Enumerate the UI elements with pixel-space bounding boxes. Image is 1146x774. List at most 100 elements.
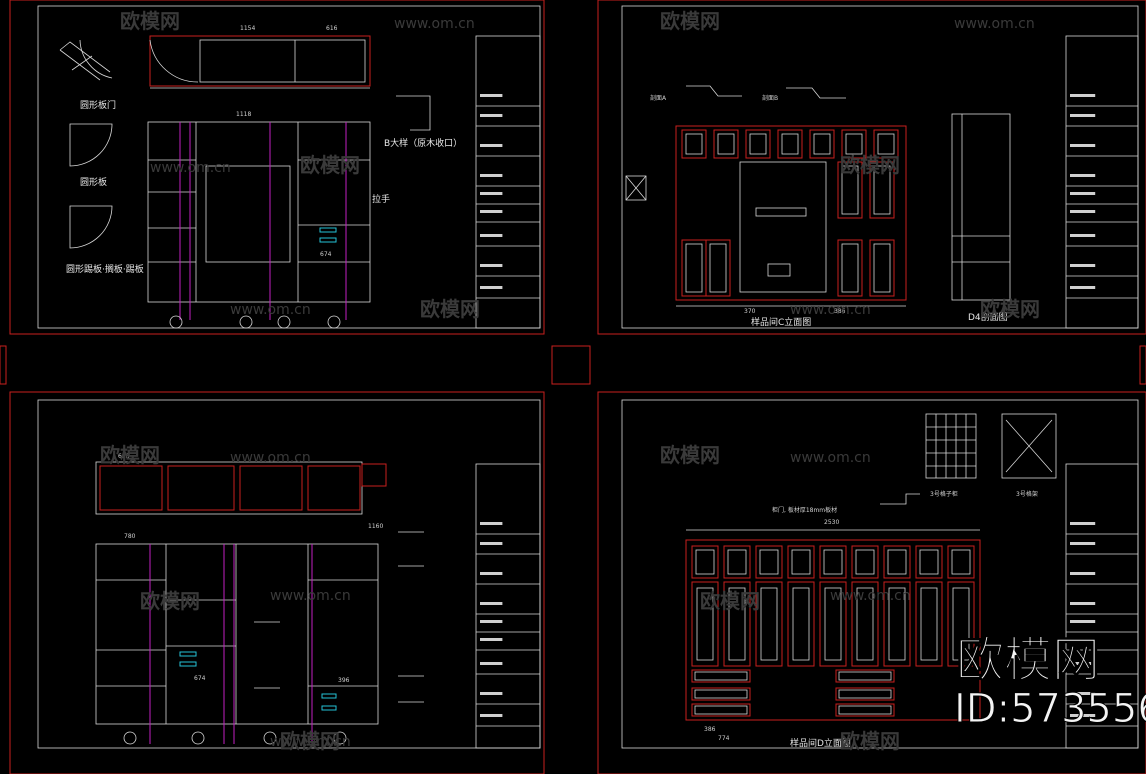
label-handle-note: 拉手 — [372, 193, 390, 205]
watermark-brand: 欧模网 — [300, 153, 360, 177]
brand-overlay-name: 欧模网 — [956, 632, 1100, 688]
mirror-panel — [205, 165, 291, 263]
top-plan-outline — [149, 35, 371, 87]
cabinet-elevation — [147, 121, 371, 303]
lower-door-panel — [837, 239, 863, 297]
title-block-text-mark — [1070, 286, 1096, 289]
watermark-site: www.om.cn — [230, 450, 311, 466]
elevation-d-outline — [685, 539, 981, 721]
title-block-text-mark — [1070, 174, 1096, 177]
watermark-site: www.om.cn — [394, 16, 475, 32]
watermark-brand: 欧模网 — [700, 589, 760, 613]
watermark-brand: 欧模网 — [280, 729, 340, 753]
sheet-frame-bottom-right — [597, 391, 1146, 774]
lower-door-panel — [705, 239, 731, 297]
watermark-site: www.om.cn — [790, 302, 871, 318]
d-upper-door — [755, 545, 783, 579]
d-drawer — [835, 703, 895, 717]
upper-door-panel — [873, 129, 899, 159]
title-block-text-mark — [480, 114, 503, 117]
dim-bl-d: 674 — [194, 675, 206, 682]
d-main-door — [947, 581, 975, 667]
watermark-site: www.om.cn — [270, 588, 351, 604]
title-block-text-mark — [1070, 542, 1096, 545]
title-block-text-mark — [480, 662, 503, 665]
d-upper-door — [915, 545, 943, 579]
title-block-text-mark — [1070, 714, 1096, 717]
title-blocks — [476, 94, 1138, 727]
dim-d-total: 2530 — [824, 519, 839, 526]
watermark-layer: 欧模网欧模网欧模网欧模网欧模网欧模网欧模网欧模网欧模网欧模网欧模网欧模网www.… — [100, 9, 1040, 753]
title-block-text-mark — [1070, 144, 1096, 147]
d-main-door — [915, 581, 943, 667]
grid-cabinet-detail — [925, 413, 977, 479]
dim-bl-e: 396 — [338, 677, 350, 684]
title-side-section: D4剖面图 — [968, 311, 1008, 323]
d-upper-door — [787, 545, 815, 579]
title-block-text-mark — [1070, 114, 1096, 117]
sheet-frame-top-right — [597, 0, 1146, 335]
watermark-brand: 欧模网 — [140, 589, 200, 613]
dim-c-a: 370 — [744, 308, 756, 315]
label-corner-bottom: 圆形踢板·搁板·踢板 — [66, 263, 144, 275]
d-upper-door — [883, 545, 911, 579]
d-drawer — [691, 687, 751, 701]
lower-door-panel — [837, 161, 863, 219]
dim-d-b: 774 — [718, 735, 730, 742]
title-block-text-mark — [1070, 234, 1096, 237]
title-block-text-mark — [1070, 572, 1096, 575]
profile-a — [686, 85, 742, 97]
title-block-text-mark — [1070, 264, 1096, 267]
title-block-text-mark — [480, 174, 503, 177]
d-upper-door — [851, 545, 879, 579]
watermark-brand: 欧模网 — [660, 443, 720, 467]
title-block-text-mark — [480, 638, 503, 641]
upper-door-panel — [809, 129, 835, 159]
label-grid-cabinet: 3号格子柜 — [930, 490, 958, 498]
side-section — [951, 113, 1011, 301]
watermark-brand: 欧模网 — [120, 9, 180, 33]
d-main-door — [851, 581, 879, 667]
title-block-text-mark — [480, 692, 503, 695]
watermark-site: www.om.cn — [150, 160, 231, 176]
title-block-text-mark — [1070, 210, 1096, 213]
corner-door-detail — [59, 41, 111, 81]
sheet-top-left: 1154 616 圆形板门 圆形板 圆形踢板·搁板·踢板 1118 674 B大… — [59, 25, 462, 329]
sheet-frame-bottom-left — [9, 391, 545, 774]
lower-door-panel — [869, 161, 895, 219]
sheet-bottom-left: 616 780 1160 674 396 — [95, 453, 424, 745]
title-block-text-mark — [1070, 602, 1096, 605]
title-elevation-c: 样品间C立面图 — [751, 316, 811, 328]
watermark-site: www.om.cn — [830, 588, 911, 604]
label-section: B大样（原木收口） — [384, 137, 462, 149]
d-main-door — [755, 581, 783, 667]
watermark-site: www.om.cn — [270, 734, 351, 750]
title-block-text-mark — [1070, 692, 1096, 695]
elevation-c-outline — [675, 125, 907, 301]
watermark-brand: 欧模网 — [100, 443, 160, 467]
title-block-text-mark — [480, 286, 503, 289]
upper-door-panel — [681, 129, 707, 159]
d-drawer — [835, 687, 895, 701]
d-upper-door — [819, 545, 847, 579]
brand-overlay-id: ID:573556 — [954, 686, 1146, 732]
section-detail — [396, 95, 431, 131]
title-block-text-mark — [1070, 192, 1096, 195]
dim-d-a: 386 — [704, 726, 716, 733]
watermark-site: www.om.cn — [954, 16, 1035, 32]
sheet-top-right: 样品间C立面图 370 386 D4剖面图 剖面A 剖面B — [625, 85, 1011, 328]
lower-door-panel — [681, 239, 707, 297]
upper-door-panel — [745, 129, 771, 159]
title-block-text-mark — [480, 144, 503, 147]
dim-width: 674 — [320, 251, 332, 258]
edge-marker-left — [0, 345, 7, 385]
center-marker — [551, 345, 591, 385]
dim-c-b: 386 — [834, 308, 846, 315]
dim-bl-c: 1160 — [368, 523, 383, 530]
d-main-door — [883, 581, 911, 667]
d-drawer — [691, 669, 751, 683]
d-main-door — [723, 581, 751, 667]
d-main-door — [691, 581, 719, 667]
label-detail-b: 剖面B — [762, 94, 778, 102]
sheet-frame-top-left — [9, 0, 545, 335]
